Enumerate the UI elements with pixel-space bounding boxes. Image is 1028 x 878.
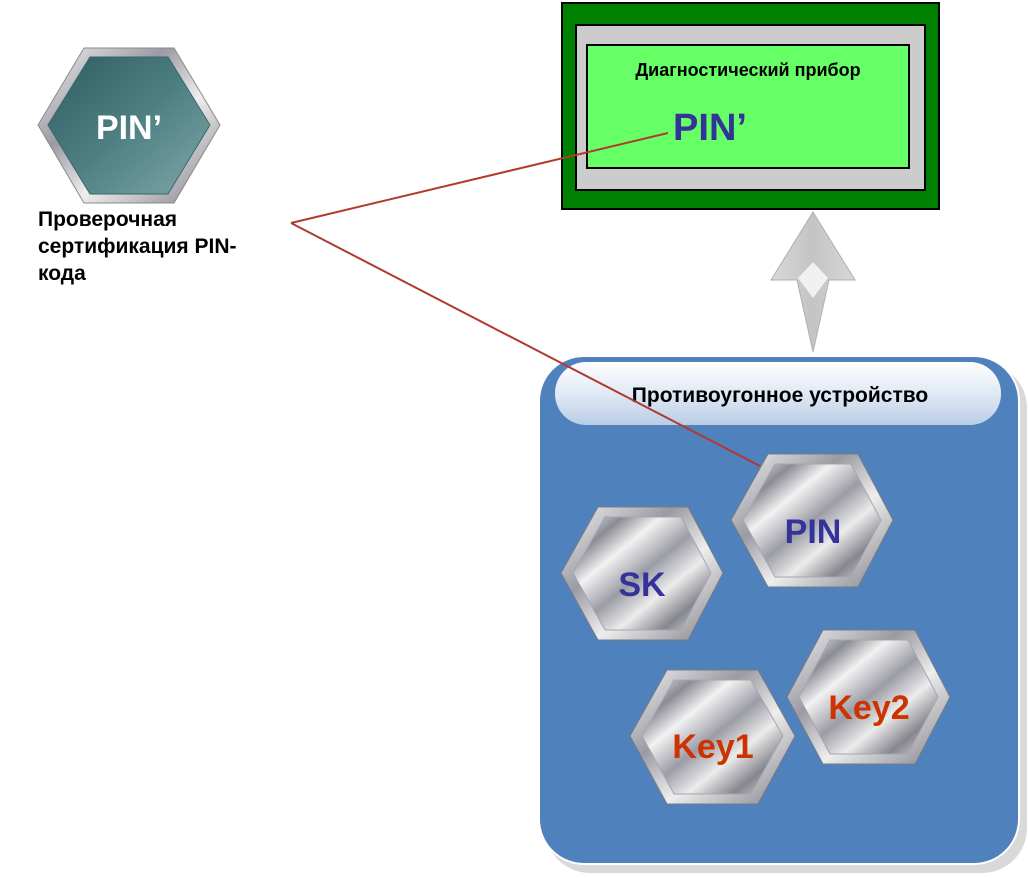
hexagon-face — [47, 56, 211, 195]
key1-hexagon: Key1 — [629, 669, 796, 805]
hexagon-face — [742, 463, 882, 578]
device-title: Диагностический прибор — [635, 60, 860, 80]
connector-to-device-pin — [290, 132, 669, 224]
connector-lines — [290, 132, 761, 467]
device-pin-value: PIN’ — [673, 107, 747, 149]
antitheft-device: Противоугонное устройство SK PIN Key1 Ke… — [538, 355, 1027, 873]
double-arrow-icon — [770, 211, 856, 353]
key1-label: Key1 — [672, 728, 753, 766]
arrow-highlight — [798, 262, 828, 298]
hexagon-face — [641, 679, 784, 795]
pin-prime-hexagon: PIN’ — [37, 47, 221, 204]
panel-title: Противоугонное устройство — [632, 384, 928, 407]
panel-title-bar — [555, 362, 1001, 425]
device-screen — [586, 44, 910, 169]
connector-to-antitheft-pin — [290, 222, 761, 467]
verification-caption: Проверочная сертификация PIN-кода — [38, 208, 237, 285]
sk-label: SK — [618, 566, 666, 604]
pin-prime-hex-label: PIN’ — [96, 109, 162, 147]
sk-hexagon: SK — [560, 506, 724, 641]
hexagon-face — [572, 516, 712, 631]
key2-label: Key2 — [828, 689, 909, 727]
pin-hexagon: PIN — [730, 453, 894, 588]
key2-hexagon: Key2 — [786, 629, 951, 765]
hexagon-face — [798, 639, 939, 755]
pin-label: PIN — [785, 513, 842, 551]
diagnostic-device: Диагностический прибор PIN’ — [561, 2, 940, 210]
